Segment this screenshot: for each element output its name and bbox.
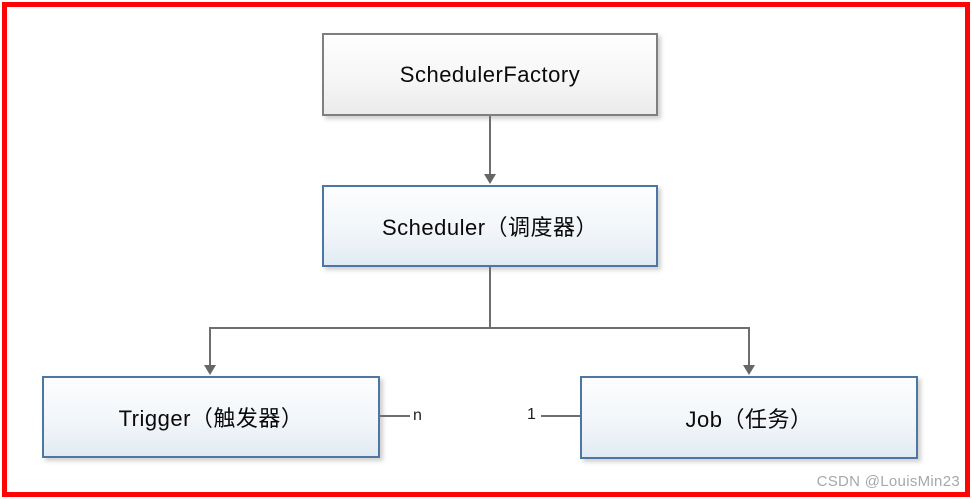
node-scheduler: Scheduler（调度器）	[322, 185, 658, 267]
connector-branch-to-trigger	[209, 327, 211, 367]
node-scheduler-factory: SchedulerFactory	[322, 33, 658, 116]
arrowhead-into-scheduler	[484, 174, 496, 184]
node-scheduler-label: Scheduler（调度器）	[381, 215, 599, 240]
connector-branch-to-job	[748, 327, 750, 367]
connector-branch-bar	[209, 327, 750, 329]
connector-trigger-stub	[380, 415, 410, 417]
cardinality-1-label: 1	[527, 406, 536, 423]
node-job: Job（任务）	[580, 376, 918, 459]
node-trigger-label: Trigger（触发器）	[118, 406, 304, 431]
node-job-label: Job（任务）	[685, 406, 813, 432]
csdn-watermark: CSDN @LouisMin23	[816, 473, 960, 490]
cardinality-n-label: n	[413, 407, 422, 424]
connector-job-stub	[541, 415, 580, 417]
connector-scheduler-stem	[489, 267, 491, 328]
arrowhead-into-job	[743, 365, 755, 375]
node-scheduler-factory-label: SchedulerFactory	[399, 61, 581, 87]
node-trigger: Trigger（触发器）	[42, 376, 380, 458]
connector-factory-to-scheduler	[489, 116, 491, 176]
arrowhead-into-trigger	[204, 365, 216, 375]
